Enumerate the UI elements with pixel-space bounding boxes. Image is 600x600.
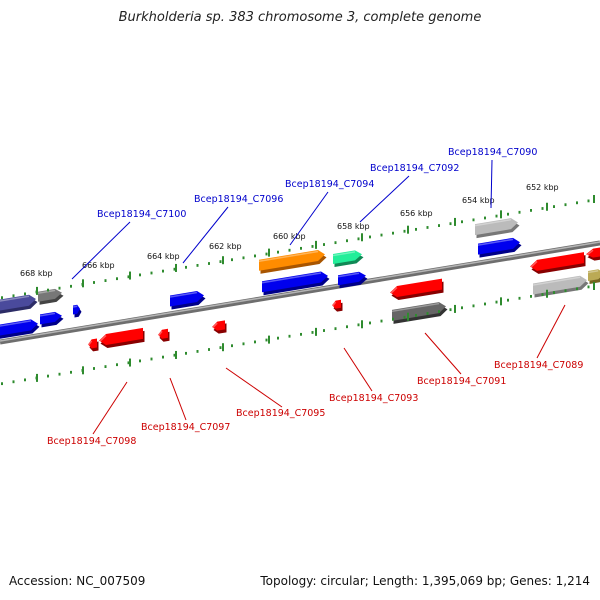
gene-arrow-forward xyxy=(261,271,330,296)
gene-arrow-forward xyxy=(169,290,206,310)
gene-label-reverse: Bcep18194_C7098 xyxy=(47,436,136,447)
gene-arrow-reverse xyxy=(157,328,170,342)
gene-leader-line xyxy=(359,175,410,223)
gene-label-forward: Bcep18194_C7100 xyxy=(97,209,186,220)
gene-leader-line xyxy=(71,221,131,280)
gene-label-forward: Bcep18194_C7092 xyxy=(370,163,459,174)
tick-label: 658 kbp xyxy=(337,222,370,231)
gene-label-forward: Bcep18194_C7090 xyxy=(448,147,537,158)
backbone-line xyxy=(0,240,600,345)
tick-label: 662 kbp xyxy=(209,242,242,251)
gene-label-reverse: Bcep18194_C7089 xyxy=(494,360,583,371)
tick-label: 652 kbp xyxy=(526,183,559,192)
gene-leader-line xyxy=(289,191,329,246)
gene-arrow-forward xyxy=(0,294,38,314)
gene-arrow-forward xyxy=(0,319,40,339)
gene-arrow-forward xyxy=(474,218,520,239)
gene-label-reverse: Bcep18194_C7091 xyxy=(417,376,506,387)
gene-arrow-forward xyxy=(72,304,82,318)
page-title: Burkholderia sp. 383 chromosome 3, compl… xyxy=(118,10,482,25)
gene-leader-line xyxy=(424,332,462,375)
gene-arrow-reverse xyxy=(532,275,589,298)
gene-arrow-reverse xyxy=(211,320,227,334)
gene-arrow-reverse xyxy=(98,327,145,349)
gene-leader-line xyxy=(92,381,128,435)
gene-arrow-forward xyxy=(337,271,368,289)
tick-label: 660 kbp xyxy=(273,232,306,241)
gene-arrow-forward xyxy=(39,311,64,328)
tick-label: 668 kbp xyxy=(20,269,53,278)
gene-arrow-forward xyxy=(258,250,327,274)
gene-arrow-reverse xyxy=(529,252,586,274)
accession-text: Accession: NC_007509 xyxy=(9,574,146,588)
gene-leader-line xyxy=(225,367,283,408)
gene-leader-line xyxy=(343,347,373,392)
gene-leader-line xyxy=(169,377,187,421)
tick-label: 656 kbp xyxy=(400,209,433,218)
gene-arrow-reverse xyxy=(331,299,343,312)
gene-arrow-reverse xyxy=(87,338,99,352)
tick-label: 666 kbp xyxy=(82,261,115,270)
gene-leader-line xyxy=(536,304,566,359)
gene-label-reverse: Bcep18194_C7097 xyxy=(141,422,230,433)
gene-arrow-reverse xyxy=(587,269,600,284)
gene-arrow-forward xyxy=(477,237,522,258)
gene-leader-line xyxy=(182,206,229,264)
gene-labels: Bcep18194_C7100Bcep18194_C7096Bcep18194_… xyxy=(47,147,583,447)
feature-layer xyxy=(0,218,600,352)
ruler-ticks: 668 kbp 666 kbp 664 kbp 662 kbp 660 kbp 658 k… xyxy=(1,183,595,386)
backbone-highlight xyxy=(0,241,600,342)
tick-label: 664 kbp xyxy=(147,252,180,261)
gene-arrow-forward xyxy=(332,250,364,268)
gene-arrow-reverse xyxy=(389,278,444,300)
gene-arrow-reverse xyxy=(585,247,600,261)
gene-label-reverse: Bcep18194_C7093 xyxy=(329,393,418,404)
gene-label-forward: Bcep18194_C7094 xyxy=(285,179,374,190)
tick-label: 654 kbp xyxy=(462,196,495,205)
genome-summary: Topology: circular; Length: 1,395,069 bp… xyxy=(260,574,590,588)
gene-label-reverse: Bcep18194_C7095 xyxy=(236,408,325,419)
gene-label-forward: Bcep18194_C7096 xyxy=(194,194,283,205)
gene-leader-line xyxy=(490,159,493,209)
gene-arrow-forward xyxy=(37,288,64,305)
